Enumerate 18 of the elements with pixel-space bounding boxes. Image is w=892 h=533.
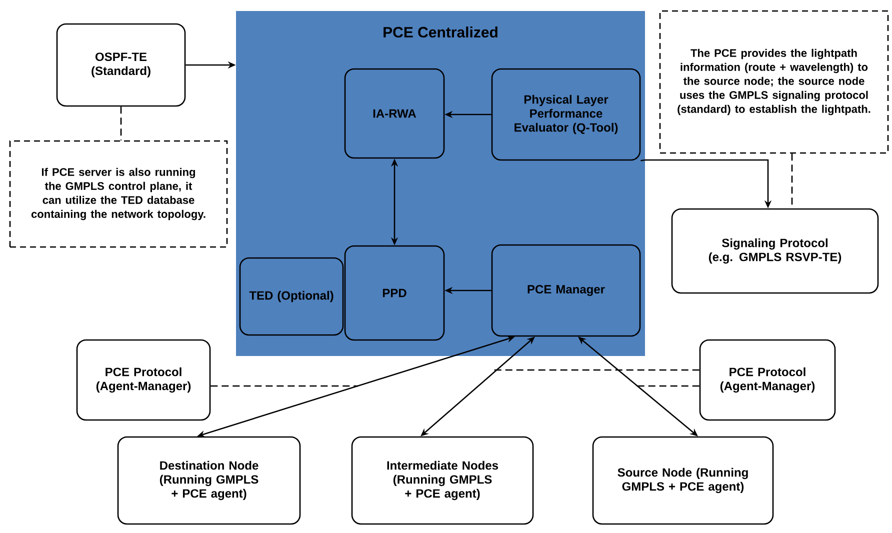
process-box: Intermediate Nodes (Running GMPLS + PCE agent) — [351, 436, 534, 525]
process-box: PCE Manager — [491, 244, 641, 337]
process-box: Destination Node (Running GMPLS + PCE agent) — [117, 436, 301, 525]
leader-line — [494, 369, 700, 371]
process-box: Signaling Protocol (e.g. GMPLS RSVP-TE) — [671, 208, 879, 294]
connector-line — [120, 106, 122, 140]
process-box: PCE Protocol (Agent-Manager) — [699, 339, 836, 421]
process-box: Source Node (Running GMPLS + PCE agent) — [592, 436, 774, 525]
process-box: IA-RWA — [344, 68, 445, 159]
leader-line — [210, 385, 358, 387]
process-box: OSPF-TE (Standard) — [56, 23, 186, 107]
process-box: PPD — [344, 245, 445, 341]
process-box: Physical Layer Performance Evaluator (Q-Tool) — [491, 68, 641, 161]
process-box: PCE Protocol (Agent-Manager) — [76, 339, 211, 421]
note-box: If PCE server is also running the GMPLS control plane, it can utilize the TED database containing the network topology. — [9, 140, 228, 248]
leader-line — [636, 385, 700, 387]
note-box: The PCE provides the lightpath information (route + wavelength) to the source node; the source node uses the GMPLS signaling protocol (standard) to establish the lightpath. — [659, 10, 889, 154]
process-box: TED (Optional) — [239, 257, 344, 336]
